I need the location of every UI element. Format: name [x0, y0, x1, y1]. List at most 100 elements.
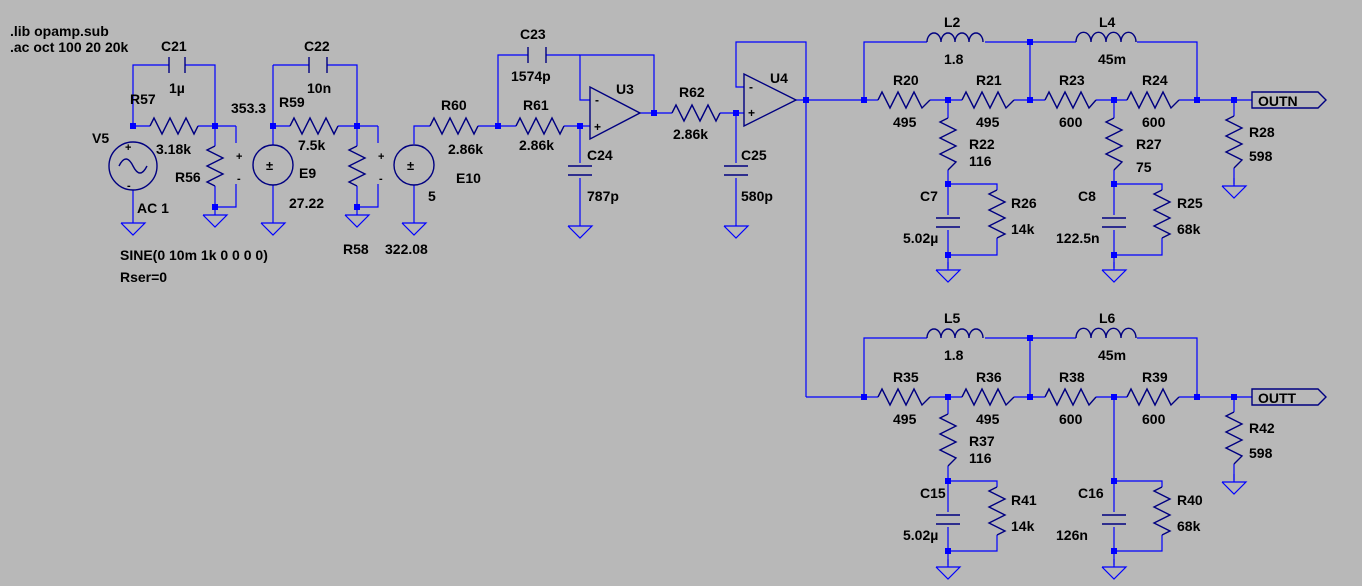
r36-ref: R36	[976, 369, 1002, 385]
e9-value: 27.22	[289, 195, 324, 211]
c15-value: 5.02µ	[903, 527, 938, 543]
r59-value: 7.5k	[298, 137, 325, 153]
r39-value: 600	[1142, 411, 1166, 427]
r58-value: 322.08	[385, 241, 428, 257]
e10-value: 5	[428, 188, 436, 204]
r42-value: 598	[1249, 445, 1273, 461]
v5-ac-label: AC 1	[137, 200, 169, 216]
e10-ref: E10	[456, 170, 481, 186]
c21-value: 1µ	[169, 80, 185, 96]
r27-ref: R27	[1136, 136, 1162, 152]
r38-ref: R38	[1059, 369, 1085, 385]
svg-text:-: -	[237, 173, 241, 185]
svg-text:+: +	[378, 151, 384, 163]
svg-text:+: +	[125, 142, 131, 154]
r38-value: 600	[1059, 411, 1083, 427]
l6-ref: L6	[1099, 310, 1116, 326]
port-outt: OUTT	[1258, 390, 1297, 406]
r58-ref: R58	[343, 241, 369, 257]
svg-text:±: ±	[266, 158, 273, 173]
v5-ref: V5	[92, 130, 109, 146]
r56-value: 353.3	[231, 100, 266, 116]
wires	[132, 41, 1252, 565]
r21-value: 495	[976, 114, 1000, 130]
l4-value: 45m	[1098, 51, 1126, 67]
c21-ref: C21	[161, 38, 187, 54]
r26-ref: R26	[1011, 195, 1037, 211]
r22-value: 116	[969, 153, 992, 169]
directive-lib: .lib opamp.sub	[10, 23, 109, 39]
svg-text:-: -	[749, 80, 753, 94]
components: + - ± ± + - + -	[108, 31, 1327, 536]
r21-ref: R21	[976, 72, 1002, 88]
c25-ref: C25	[741, 147, 767, 163]
c24-ref: C24	[587, 147, 613, 163]
r59-ref: R59	[279, 94, 305, 110]
c16-value: 126n	[1056, 527, 1088, 543]
r25-ref: R25	[1177, 195, 1203, 211]
u4-ref: U4	[770, 70, 788, 86]
svg-text:+: +	[236, 151, 242, 163]
u3-ref: U3	[616, 81, 634, 97]
l5-value: 1.8	[944, 347, 964, 363]
c16-ref: C16	[1078, 485, 1104, 501]
r27-value: 75	[1136, 159, 1152, 175]
l6-value: 45m	[1098, 347, 1126, 363]
l5-ref: L5	[944, 310, 961, 326]
r24-value: 600	[1142, 114, 1166, 130]
svg-text:+: +	[594, 120, 601, 134]
r57-ref: R57	[130, 91, 156, 107]
r37-ref: R37	[969, 433, 995, 449]
e9-ref: E9	[299, 165, 316, 181]
c8-value: 122.5n	[1056, 230, 1100, 246]
r28-ref: R28	[1249, 124, 1275, 140]
c15-ref: C15	[920, 485, 946, 501]
c22-ref: C22	[304, 38, 330, 54]
r25-value: 68k	[1177, 221, 1201, 237]
c7-ref: C7	[920, 188, 938, 204]
c7-value: 5.02µ	[903, 230, 938, 246]
r62-value: 2.86k	[673, 126, 708, 142]
r28-value: 598	[1249, 148, 1273, 164]
r40-value: 68k	[1177, 518, 1201, 534]
r62-ref: R62	[679, 84, 705, 100]
l4-ref: L4	[1099, 14, 1116, 30]
r40-ref: R40	[1177, 492, 1203, 508]
r61-ref: R61	[523, 97, 549, 113]
l2-ref: L2	[944, 14, 961, 30]
directive-ac: .ac oct 100 20 20k	[10, 39, 129, 55]
r60-ref: R60	[441, 97, 467, 113]
l2-value: 1.8	[944, 51, 964, 67]
c23-value: 1574p	[511, 68, 551, 84]
c23-ref: C23	[520, 26, 546, 42]
port-outn: OUTN	[1258, 93, 1298, 109]
svg-text:±: ±	[407, 158, 414, 173]
r35-value: 495	[893, 411, 917, 427]
junction-dots	[130, 39, 1237, 554]
labels: .lib opamp.sub .ac oct 100 20 20k V5 AC …	[10, 14, 1298, 543]
r39-ref: R39	[1142, 369, 1168, 385]
r57-value: 3.18k	[156, 141, 191, 157]
svg-text:-: -	[127, 180, 131, 192]
r37-value: 116	[969, 450, 992, 466]
r22-ref: R22	[969, 136, 995, 152]
svg-text:-: -	[595, 93, 599, 107]
r20-value: 495	[893, 114, 917, 130]
r35-ref: R35	[893, 369, 919, 385]
r26-value: 14k	[1011, 221, 1035, 237]
c22-value: 10n	[307, 80, 331, 96]
r36-value: 495	[976, 411, 1000, 427]
v5-rser-label: Rser=0	[120, 269, 167, 285]
r61-value: 2.86k	[519, 137, 554, 153]
r60-value: 2.86k	[448, 141, 483, 157]
c25-value: 580p	[741, 188, 773, 204]
v5-sine-label: SINE(0 10m 1k 0 0 0 0)	[120, 247, 268, 263]
r23-value: 600	[1059, 114, 1083, 130]
c24-value: 787p	[587, 188, 619, 204]
r41-value: 14k	[1011, 518, 1035, 534]
r24-ref: R24	[1142, 72, 1168, 88]
r42-ref: R42	[1249, 420, 1275, 436]
r20-ref: R20	[893, 72, 919, 88]
r41-ref: R41	[1011, 492, 1037, 508]
